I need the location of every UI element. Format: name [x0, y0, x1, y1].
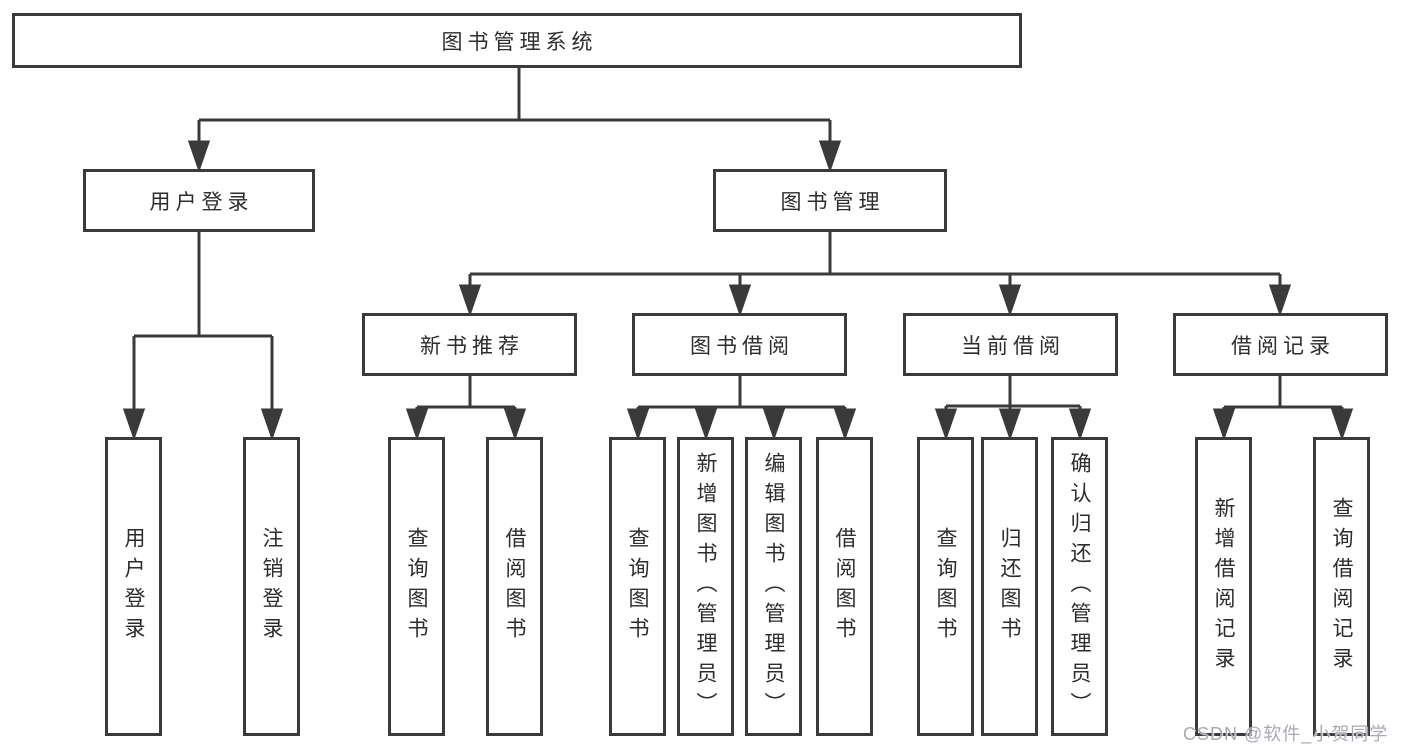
- leaf-label: 新增借阅记录: [1212, 496, 1235, 677]
- node-label: 当前借阅: [961, 334, 1065, 358]
- leaf-label: 编辑图书（管理员）: [762, 451, 785, 722]
- node-label: 新书推荐: [420, 334, 524, 358]
- node-user-login: 用户登录: [83, 169, 315, 232]
- leaf-label: 查询图书: [626, 526, 649, 647]
- node-label: 借阅记录: [1231, 334, 1335, 358]
- leaf-edit-books-admin: 编辑图书（管理员）: [745, 437, 802, 736]
- leaf-label: 查询图书: [405, 526, 428, 647]
- node-new-book-recommendation: 新书推荐: [362, 313, 577, 376]
- node-label: 图书管理系统: [441, 30, 598, 54]
- leaf-label: 借阅图书: [503, 526, 526, 647]
- node-library-management-system: 图书管理系统: [12, 13, 1022, 68]
- connector-new-book-rec-to-leaves: [405, 376, 527, 441]
- node-label: 图书管理: [780, 190, 885, 214]
- leaf-label: 借阅图书: [833, 526, 856, 647]
- connector-root-to-level2: [187, 68, 842, 173]
- leaf-label: 查询借阅记录: [1330, 496, 1353, 677]
- leaf-label: 用户登录: [122, 526, 145, 647]
- leaf-query-books-newrec: 查询图书: [388, 437, 445, 736]
- leaf-logout: 注销登录: [243, 437, 300, 736]
- leaf-query-books-current: 查询图书: [917, 437, 974, 736]
- leaf-label: 新增图书（管理员）: [694, 451, 717, 722]
- connector-book-borrow-to-leaves: [626, 376, 857, 441]
- leaf-confirm-return-admin: 确认归还（管理员）: [1051, 437, 1108, 736]
- leaf-label: 归还图书: [998, 526, 1021, 647]
- leaf-label: 查询图书: [934, 526, 957, 647]
- leaf-borrow-books-borrow: 借阅图书: [816, 437, 873, 736]
- leaf-query-books-borrow: 查询图书: [609, 437, 666, 736]
- node-current-borrowing: 当前借阅: [903, 313, 1118, 376]
- node-label: 图书借阅: [690, 334, 794, 358]
- leaf-add-borrow-record: 新增借阅记录: [1195, 437, 1252, 736]
- leaf-add-books-admin: 新增图书（管理员）: [677, 437, 734, 736]
- connector-borrow-records-to-leaves: [1212, 376, 1354, 441]
- connector-user-login-to-leaves: [122, 232, 284, 441]
- leaf-user-login: 用户登录: [105, 437, 162, 736]
- leaf-return-books: 归还图书: [981, 437, 1038, 736]
- leaf-label: 确认归还（管理员）: [1068, 451, 1091, 722]
- node-book-borrowing: 图书借阅: [632, 313, 847, 376]
- leaf-borrow-books-newrec: 借阅图书: [486, 437, 543, 736]
- node-label: 用户登录: [149, 190, 254, 214]
- node-borrowing-records: 借阅记录: [1173, 313, 1388, 376]
- connector-current-borrow-to-leaves: [934, 376, 1092, 441]
- connector-book-management-to-level3: [458, 232, 1292, 317]
- csdn-watermark: CSDN @软件_小贺同学: [1183, 724, 1389, 744]
- leaf-label: 注销登录: [260, 526, 283, 647]
- leaf-query-borrow-record: 查询借阅记录: [1313, 437, 1370, 736]
- node-book-management: 图书管理: [713, 169, 947, 232]
